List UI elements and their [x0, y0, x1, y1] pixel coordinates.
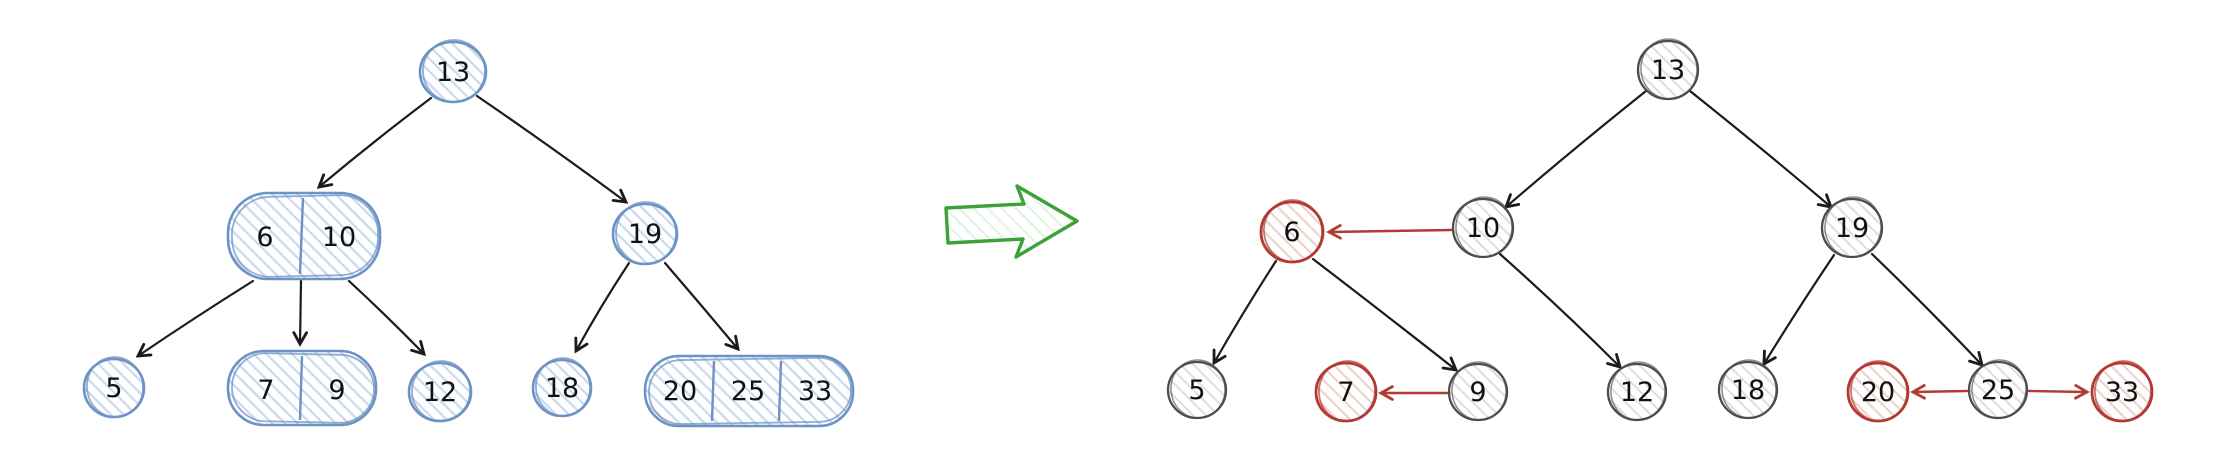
rt-node-25: 25	[1967, 359, 2029, 420]
lt-node-13: 13	[418, 39, 488, 104]
node-value: 13	[436, 57, 470, 88]
node-value: 33	[798, 376, 832, 407]
lt-edge-19-to-18	[576, 261, 631, 351]
rt-node-18: 18	[1717, 359, 1779, 420]
node-value: 9	[1469, 377, 1486, 408]
node-value: 7	[1337, 377, 1354, 408]
node-value: 12	[1620, 377, 1654, 408]
node-value: 18	[1731, 375, 1765, 406]
node-value: 19	[1835, 213, 1869, 244]
rt-edge-6-to-9	[1311, 257, 1456, 370]
node-value: 19	[628, 219, 662, 250]
rt-edge-6-to-5	[1214, 259, 1278, 363]
cell-divider	[777, 360, 783, 422]
rt-node-33: 33	[2090, 360, 2154, 423]
node-value: 20	[1861, 377, 1895, 408]
rt-node-5: 5	[1166, 359, 1228, 420]
lt-edge-6-10-to-5	[138, 279, 255, 356]
node-value: 12	[423, 377, 457, 408]
left-tree: 13 6 10 19 5 7 9	[82, 39, 855, 428]
lt-edge-19-to-20-25-33	[663, 261, 738, 349]
right-tree: 13 10 6 19 5 7	[1166, 38, 2154, 423]
cell-divider	[710, 360, 716, 422]
lt-node-18: 18	[531, 357, 593, 418]
lt-node-20-25-33: 20 25 33	[643, 354, 855, 428]
lt-node-12: 12	[407, 360, 473, 423]
rt-edge-13-to-19	[1688, 89, 1831, 207]
node-value: 25	[1981, 375, 2015, 406]
node-value: 6	[256, 222, 273, 253]
node-value: 9	[328, 375, 345, 406]
node-value: 33	[2105, 377, 2139, 408]
node-value: 7	[257, 375, 274, 406]
lt-edge-6-10-to-12	[347, 279, 424, 354]
rt-edge-19-to-25	[1870, 252, 1982, 365]
node-value: 25	[731, 376, 765, 407]
node-value: 5	[105, 373, 122, 404]
node-value: 6	[1283, 217, 1300, 248]
rt-node-6: 6	[1259, 199, 1325, 264]
rt-red-edge-25-to-33	[2027, 391, 2087, 392]
lt-edge-6-10-to-7-9	[300, 279, 301, 344]
lt-edge-13-to-19	[475, 94, 626, 202]
rt-node-9: 9	[1447, 361, 1509, 422]
lt-node-19: 19	[611, 201, 679, 266]
transform-arrow	[944, 184, 1079, 259]
cell-divider	[298, 197, 305, 275]
node-value: 20	[663, 376, 697, 407]
lt-node-5: 5	[82, 356, 146, 419]
rt-red-edge-10-to-6	[1329, 230, 1453, 232]
green-right-arrow-icon	[944, 184, 1079, 259]
lt-edge-13-to-6-10	[319, 96, 433, 187]
rt-node-12: 12	[1606, 361, 1668, 422]
rt-red-edge-25-to-20	[1913, 391, 1969, 392]
rt-node-20: 20	[1846, 360, 1910, 423]
node-value: 10	[1466, 213, 1500, 244]
rt-node-10: 10	[1451, 196, 1515, 259]
rt-node-19: 19	[1820, 196, 1884, 259]
rt-node-7: 7	[1314, 360, 1378, 423]
cell-divider	[298, 355, 304, 421]
node-value: 5	[1188, 375, 1205, 406]
node-value: 10	[322, 222, 356, 253]
lt-node-6-10: 6 10	[226, 191, 382, 281]
rt-node-13: 13	[1636, 38, 1700, 101]
node-value: 13	[1651, 55, 1685, 86]
rt-edge-19-to-18	[1764, 253, 1836, 364]
node-value: 18	[545, 373, 579, 404]
lt-node-7-9: 7 9	[226, 349, 378, 427]
rt-edge-13-to-10	[1506, 89, 1648, 207]
rt-edge-10-to-12	[1498, 252, 1620, 367]
